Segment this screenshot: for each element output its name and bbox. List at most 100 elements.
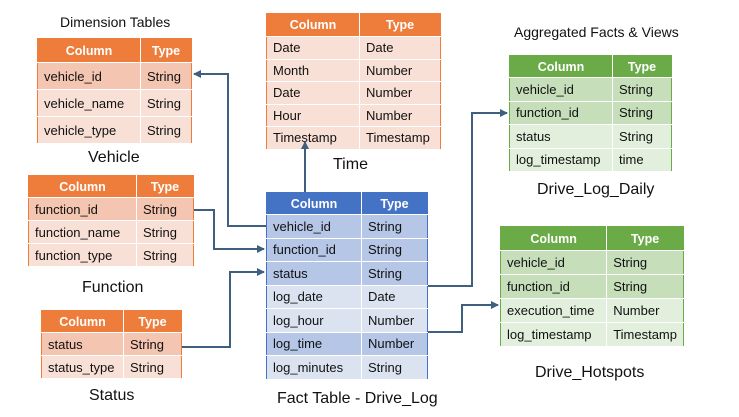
drive-hotspots-caption: Drive_Hotspots <box>535 364 645 381</box>
column-type-cell: String <box>361 238 428 262</box>
column-header: Column <box>28 175 137 198</box>
column-type-cell: String <box>606 274 684 299</box>
column-name-cell: Month <box>266 59 360 82</box>
drive-hotspots-connector <box>428 301 499 333</box>
column-name-cell: log_timestamp <box>509 148 613 172</box>
type-header: Type <box>136 175 194 198</box>
type-header: Type <box>123 310 182 333</box>
dimension-tables-heading: Dimension Tables <box>60 14 171 30</box>
status-connector <box>182 268 265 348</box>
column-name-cell: vehicle_name <box>37 89 141 117</box>
column-type-cell: String <box>361 355 428 380</box>
status-caption: Status <box>89 387 135 404</box>
column-type-cell: String <box>140 89 192 117</box>
column-name-cell: Hour <box>266 104 360 127</box>
column-name-cell: vehicle_id <box>500 250 607 275</box>
column-header: Column <box>500 226 607 251</box>
column-type-cell: Timestamp <box>359 126 441 150</box>
column-name-cell: Timestamp <box>266 126 360 150</box>
column-name-cell: function_type <box>28 243 137 267</box>
column-name-cell: vehicle_id <box>509 77 613 102</box>
fact-caption: Fact Table - Drive_Log <box>277 390 438 407</box>
column-type-cell: Number <box>361 308 428 333</box>
column-type-cell: String <box>123 332 182 356</box>
column-type-cell: time <box>612 148 672 172</box>
column-name-cell: vehicle_id <box>266 214 362 239</box>
column-type-cell: String <box>612 124 672 149</box>
column-type-cell: Number <box>359 59 441 82</box>
column-header: Column <box>41 310 124 333</box>
drive-log-daily-caption: Drive_Log_Daily <box>537 181 655 198</box>
column-name-cell: function_name <box>28 220 137 244</box>
column-name-cell: log_timestamp <box>500 322 607 347</box>
column-type-cell: String <box>136 220 194 244</box>
column-type-cell: Date <box>361 285 428 309</box>
column-type-cell: String <box>140 116 192 144</box>
column-header: Column <box>266 192 362 215</box>
vehicle-id-connector <box>193 70 266 227</box>
aggregated-heading: Aggregated Facts & Views <box>514 24 679 40</box>
type-header: Type <box>612 55 672 78</box>
column-type-cell: Number <box>361 332 428 356</box>
column-name-cell: log_hour <box>266 308 362 333</box>
type-header: Type <box>359 13 441 37</box>
column-type-cell: String <box>612 77 672 102</box>
type-header: Type <box>361 192 428 215</box>
column-type-cell: Number <box>359 104 441 127</box>
column-header: Column <box>266 13 360 37</box>
column-name-cell: Date <box>266 36 360 60</box>
column-name-cell: function_id <box>28 197 137 221</box>
column-type-cell: Number <box>606 298 684 323</box>
column-name-cell: execution_time <box>500 298 607 323</box>
column-header: Column <box>509 55 613 78</box>
column-type-cell: String <box>361 214 428 239</box>
column-name-cell: status_type <box>41 355 124 379</box>
column-name-cell: log_date <box>266 285 362 309</box>
drive-log-daily-connector <box>428 109 508 287</box>
column-type-cell: String <box>136 197 194 221</box>
column-type-cell: String <box>612 101 672 125</box>
column-type-cell: String <box>606 250 684 275</box>
type-header: Type <box>140 38 192 63</box>
column-name-cell: status <box>41 332 124 356</box>
type-header: Type <box>606 226 684 251</box>
column-name-cell: status <box>266 261 362 286</box>
function-id-connector <box>194 209 265 253</box>
column-name-cell: status <box>509 124 613 149</box>
column-type-cell: String <box>140 62 192 90</box>
column-type-cell: Number <box>359 81 441 105</box>
column-header: Column <box>37 38 141 63</box>
column-type-cell: String <box>123 355 182 379</box>
column-type-cell: String <box>136 243 194 267</box>
column-name-cell: vehicle_id <box>37 62 141 90</box>
